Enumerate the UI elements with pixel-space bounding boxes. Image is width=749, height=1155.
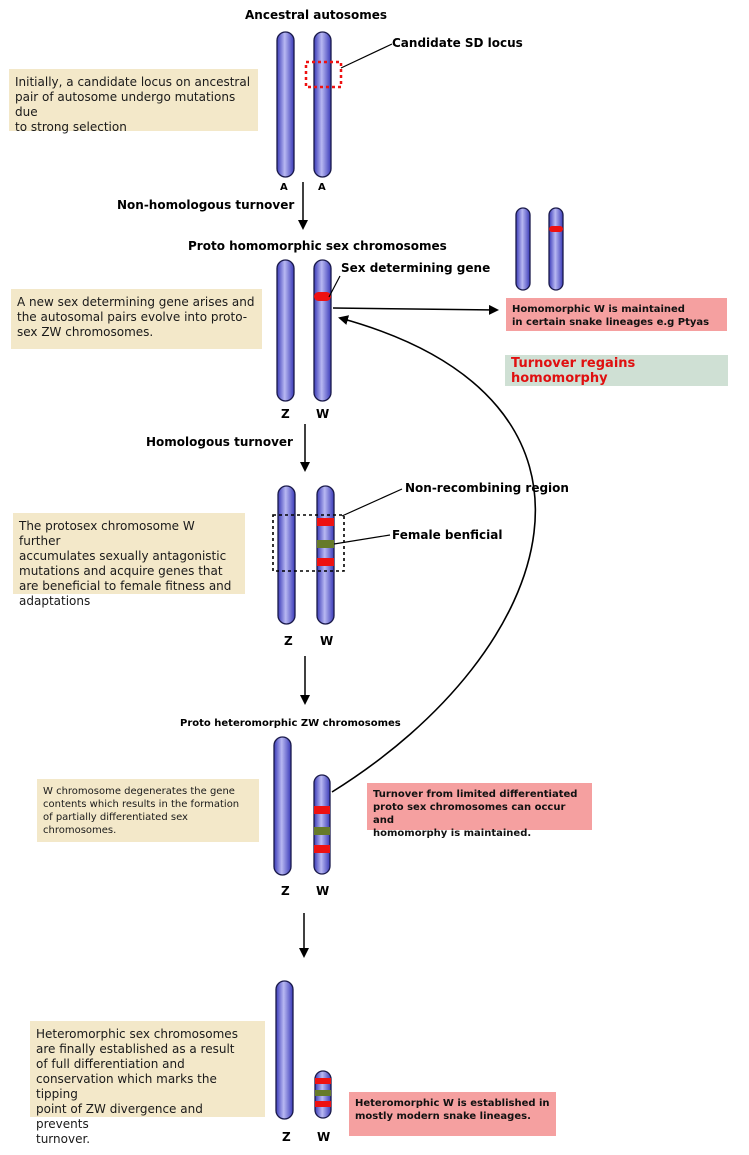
stage5-w-label: W [317,1130,330,1144]
callout-turnover-regains: Turnover regains homomorphy [505,355,728,386]
non-recombining-pointer [341,488,403,517]
homologous-turnover-label: Homologous turnover [146,435,293,449]
callout-homomorphic-w: Homomorphic W is maintained in certain s… [506,298,727,331]
sd-gene-pointer [328,275,341,298]
stage2-w-label: W [316,407,329,421]
z-chromosome-stage5 [275,980,294,1120]
z-chromosome-stage2 [276,259,295,402]
sa-mutation-band-2 [317,558,334,566]
note-new-sd-gene: A new sex determining gene arises and th… [11,289,262,349]
sd-gene-band [314,292,331,301]
note-heteromorphic: Heteromorphic sex chromosomes are finall… [30,1021,265,1146]
w-chromosome-stage4 [313,774,331,875]
autosome-right [313,31,332,178]
note-protosex-w: The protosex chromosome W further accumu… [13,513,245,608]
turnover-return-arrow [331,315,537,793]
callout-turnover-limited: Turnover from limited differentiated pro… [367,783,592,839]
w-chromosome-stage3 [316,485,335,625]
callout-heteromorphic-w: Heteromorphic W is established in mostly… [349,1092,556,1136]
stage5-band-red-1 [315,1078,331,1084]
stage3-z-label: Z [284,634,293,648]
candidate-sd-locus-label: Candidate SD locus [392,36,523,50]
stage2-z-label: Z [281,407,290,421]
proto-homomorphic-title: Proto homomorphic sex chromosomes [188,239,447,253]
stage4-band-red-1 [314,806,330,814]
stage5-z-label: Z [282,1130,291,1144]
proto-heteromorphic-title: Proto heteromorphic ZW chromosomes [180,718,401,729]
sex-determining-gene-label: Sex determining gene [341,261,490,275]
candidate-locus-pointer [340,43,393,69]
autosome-label-a2: A [318,182,326,193]
stage3-w-label: W [320,634,333,648]
autosome-left [276,31,295,178]
female-beneficial-pointer [333,534,391,545]
autosome-label-a1: A [280,182,288,193]
female-beneficial-label: Female benficial [392,528,502,542]
note-w-degenerates: W chromosome degenerates the gene conten… [37,779,259,842]
stage5-band-green [315,1090,331,1096]
homomorphic-w-small [548,207,564,291]
w-chromosome-stage2 [313,259,332,402]
female-beneficial-band [317,540,334,548]
z-chromosome-stage3 [277,485,296,625]
non-recombining-label: Non-recombining region [405,481,569,495]
stage4-z-label: Z [281,884,290,898]
non-homologous-turnover-label: Non-homologous turnover [117,198,294,212]
arrow-to-homomorphic [332,304,499,315]
sa-mutation-band-1 [317,518,334,526]
homomorphic-sd-band [549,226,563,232]
z-chromosome-stage4 [273,736,292,876]
stage4-w-label: W [316,884,329,898]
stage5-band-red-2 [315,1101,331,1107]
homomorphic-z-small [515,207,531,291]
ancestral-title: Ancestral autosomes [245,8,387,22]
stage4-band-red-2 [314,845,330,853]
note-initial: Initially, a candidate locus on ancestra… [9,69,258,134]
stage4-band-green [314,827,330,835]
